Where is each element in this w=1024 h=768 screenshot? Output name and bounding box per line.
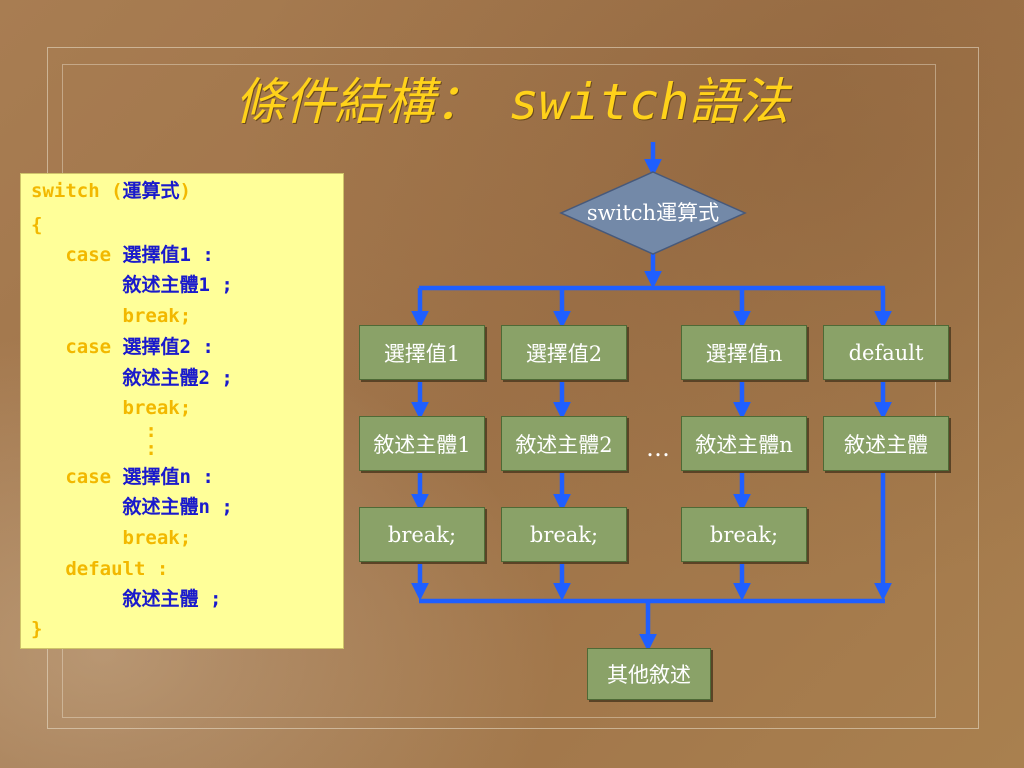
diamond-label: switch運算式	[586, 201, 720, 225]
code-token: :	[31, 438, 157, 460]
other-statements-box: 其他敘述	[587, 648, 711, 700]
code-line: break;	[31, 527, 192, 549]
code-token: 敘述主體1 ;	[31, 274, 233, 296]
code-token: break;	[31, 527, 192, 549]
code-line: break;	[31, 397, 192, 419]
code-token: 選擇值2 :	[122, 336, 214, 358]
case-value-2-box: 選擇值2	[501, 325, 627, 380]
code-line: 敘述主體n ;	[31, 496, 233, 518]
ellipsis-text: …	[646, 434, 670, 462]
code-line: :	[31, 420, 157, 442]
break-1-box: break;	[359, 507, 485, 562]
break-n-box: break;	[681, 507, 807, 562]
code-token: )	[179, 180, 191, 202]
body-1-box: 敘述主體1	[359, 416, 485, 471]
code-token: 敘述主體 ;	[31, 588, 222, 610]
break-2-box: break;	[501, 507, 627, 562]
case-value-n-box: 選擇值n	[681, 325, 807, 380]
code-token: switch (	[31, 180, 123, 202]
code-line: }	[31, 618, 42, 640]
body-default-box: 敘述主體	[823, 416, 949, 471]
case-value-1-box: 選擇值1	[359, 325, 485, 380]
code-token: {	[31, 214, 43, 236]
code-token: case	[31, 336, 123, 358]
code-line: case 選擇值n :	[31, 466, 214, 488]
code-line: 敘述主體 ;	[31, 588, 222, 610]
code-token: break;	[31, 305, 192, 327]
code-token: 選擇值1 :	[122, 244, 214, 266]
code-token: break;	[31, 397, 192, 419]
code-token: :	[31, 420, 157, 442]
code-line: break;	[31, 305, 192, 327]
code-line: 敘述主體2 ;	[31, 367, 233, 389]
code-token: case	[31, 244, 123, 266]
code-token: 運算式	[122, 180, 180, 202]
code-line: 敘述主體1 ;	[31, 274, 233, 296]
title-part-b: switch語法	[508, 73, 790, 131]
code-token: 選擇值n :	[122, 466, 214, 488]
code-token: 敘述主體n ;	[31, 496, 233, 518]
code-line: {	[31, 214, 42, 236]
code-token: default :	[31, 558, 169, 580]
code-panel: switch (運算式) { case 選擇值1 : 敘述主體1 ; break…	[20, 173, 344, 649]
code-line: case 選擇值1 :	[31, 244, 214, 266]
code-line: switch (運算式)	[31, 180, 191, 202]
decision-diamond	[559, 171, 747, 255]
default-box: default	[823, 325, 949, 380]
code-line: case 選擇值2 :	[31, 336, 214, 358]
body-2-box: 敘述主體2	[501, 416, 627, 471]
code-token: }	[31, 618, 43, 640]
code-token: 敘述主體2 ;	[31, 367, 233, 389]
code-line: :	[31, 438, 157, 460]
code-token: case	[31, 466, 123, 488]
body-n-box: 敘述主體n	[681, 416, 807, 471]
title-part-a: 條件結構：	[234, 73, 485, 131]
code-line: default :	[31, 558, 168, 580]
slide-title: 條件結構： switch語法	[0, 62, 1024, 134]
